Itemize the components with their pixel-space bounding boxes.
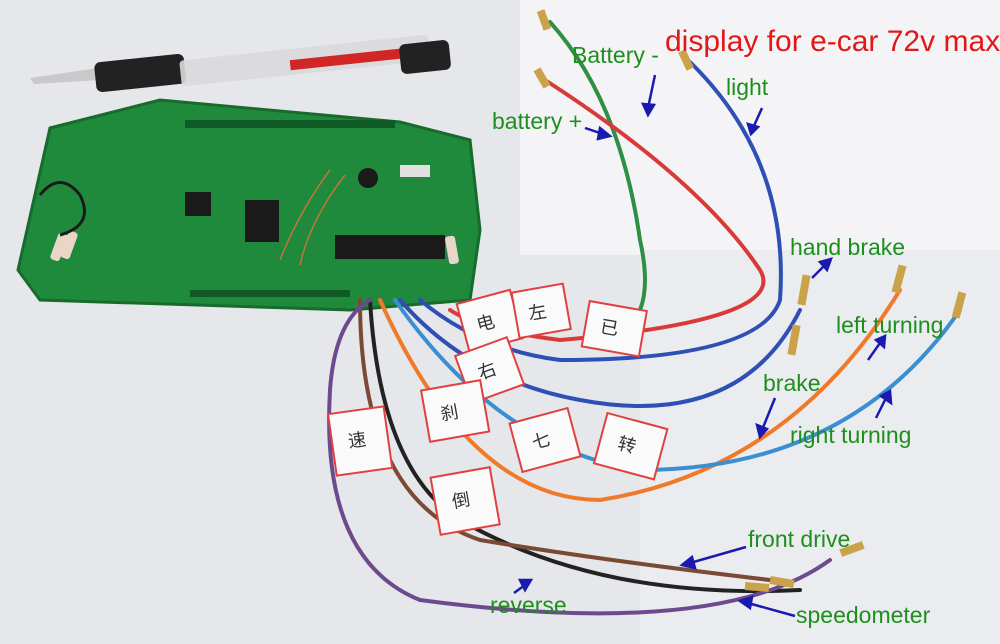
arrow-front-drive <box>679 545 747 570</box>
annotation-arrows <box>513 74 893 618</box>
svg-text:速: 速 <box>347 429 368 452</box>
svg-text:转: 转 <box>615 433 638 458</box>
paper-tags: 电 左 已 右 刹 速 七 转 <box>326 282 669 536</box>
label-battery-plus: battery + <box>492 108 583 134</box>
label-light: light <box>726 74 769 100</box>
arrow-battery-minus <box>640 74 657 118</box>
svg-text:左: 左 <box>527 301 548 325</box>
svg-text:已: 已 <box>599 316 620 340</box>
paper-sheet-lower <box>640 250 1000 644</box>
pen <box>30 34 451 93</box>
svg-text:倒: 倒 <box>450 489 471 513</box>
svg-text:七: 七 <box>530 429 553 454</box>
label-reverse: reverse <box>490 592 567 618</box>
arrow-reverse <box>513 578 534 595</box>
label-speedometer: speedometer <box>796 602 931 628</box>
arrow-left-turning <box>866 333 887 361</box>
svg-text:刹: 刹 <box>439 402 460 426</box>
svg-text:电: 电 <box>474 311 497 336</box>
arrow-battery-plus <box>584 125 613 141</box>
label-brake: brake <box>763 370 821 396</box>
label-battery-minus: Battery - <box>572 42 659 68</box>
label-right-turning: right turning <box>790 422 912 448</box>
pcb-board <box>16 98 482 312</box>
photo-title: display for e-car 72v max <box>665 25 1000 58</box>
arrow-brake <box>755 397 777 440</box>
terminals <box>533 9 967 593</box>
label-front-drive: front drive <box>748 526 851 552</box>
arrow-light <box>746 107 764 137</box>
label-hand-brake: hand brake <box>790 234 906 260</box>
arrow-right-turning <box>874 388 893 419</box>
arrow-speedometer <box>737 595 796 618</box>
label-left-turning: left turning <box>836 312 944 338</box>
arrow-hand-brake <box>811 257 833 279</box>
